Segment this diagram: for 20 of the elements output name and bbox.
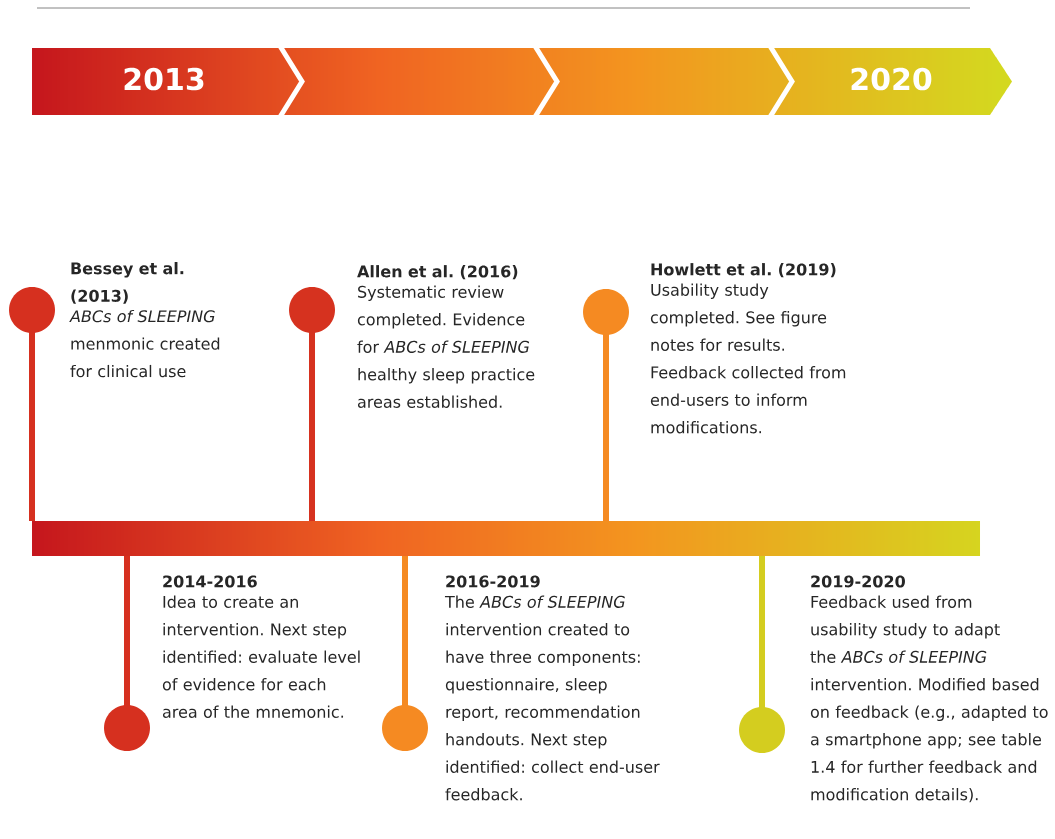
- timeline-marker: [9, 287, 55, 333]
- event-heading: Allen et al. (2016): [357, 265, 518, 280]
- event-heading: Bessey et al. (2013): [71, 262, 184, 304]
- event-description: Feedback used from usability study to adapt the ABCs of SLEEPING intervention. Modified based on feedback (e.g., adapted to a smartphone app; see table 1.4 for further feedback and modification details).: [810, 595, 1048, 803]
- timeline-marker: [382, 705, 428, 751]
- event-heading: 2019-2020: [811, 575, 905, 588]
- event-heading: 2016-2019: [446, 575, 540, 588]
- event-description: Usability study completed. See figure notes for results. Feedback collected from end-users to inform modifications.: [650, 283, 846, 434]
- event-description: Systematic review completed. Evidence for ABCs of SLEEPING healthy sleep practice areas established.: [357, 285, 535, 408]
- node-label: 2020: [851, 67, 932, 91]
- event-description: ABCs of SLEEPING menmonic created for clinical use: [69, 309, 220, 378]
- event-heading: Howlett et al. (2019): [651, 263, 836, 278]
- event-description: The ABCs of SLEEPING intervention created to have three components: questionnaire, sleep report, recommendation handouts. Next step identified: collect end-user feedback.: [444, 595, 660, 801]
- timeline-marker: [289, 287, 335, 333]
- timeline-marker: [583, 289, 629, 335]
- event-heading: 2014-2016: [163, 575, 257, 588]
- event-description: Idea to create an intervention. Next step identified: evaluate level of evidence for each area of the mnemonic.: [162, 595, 360, 718]
- node-label: 2013: [124, 67, 204, 91]
- timeline-marker: [104, 705, 150, 751]
- timeline-marker: [739, 707, 785, 753]
